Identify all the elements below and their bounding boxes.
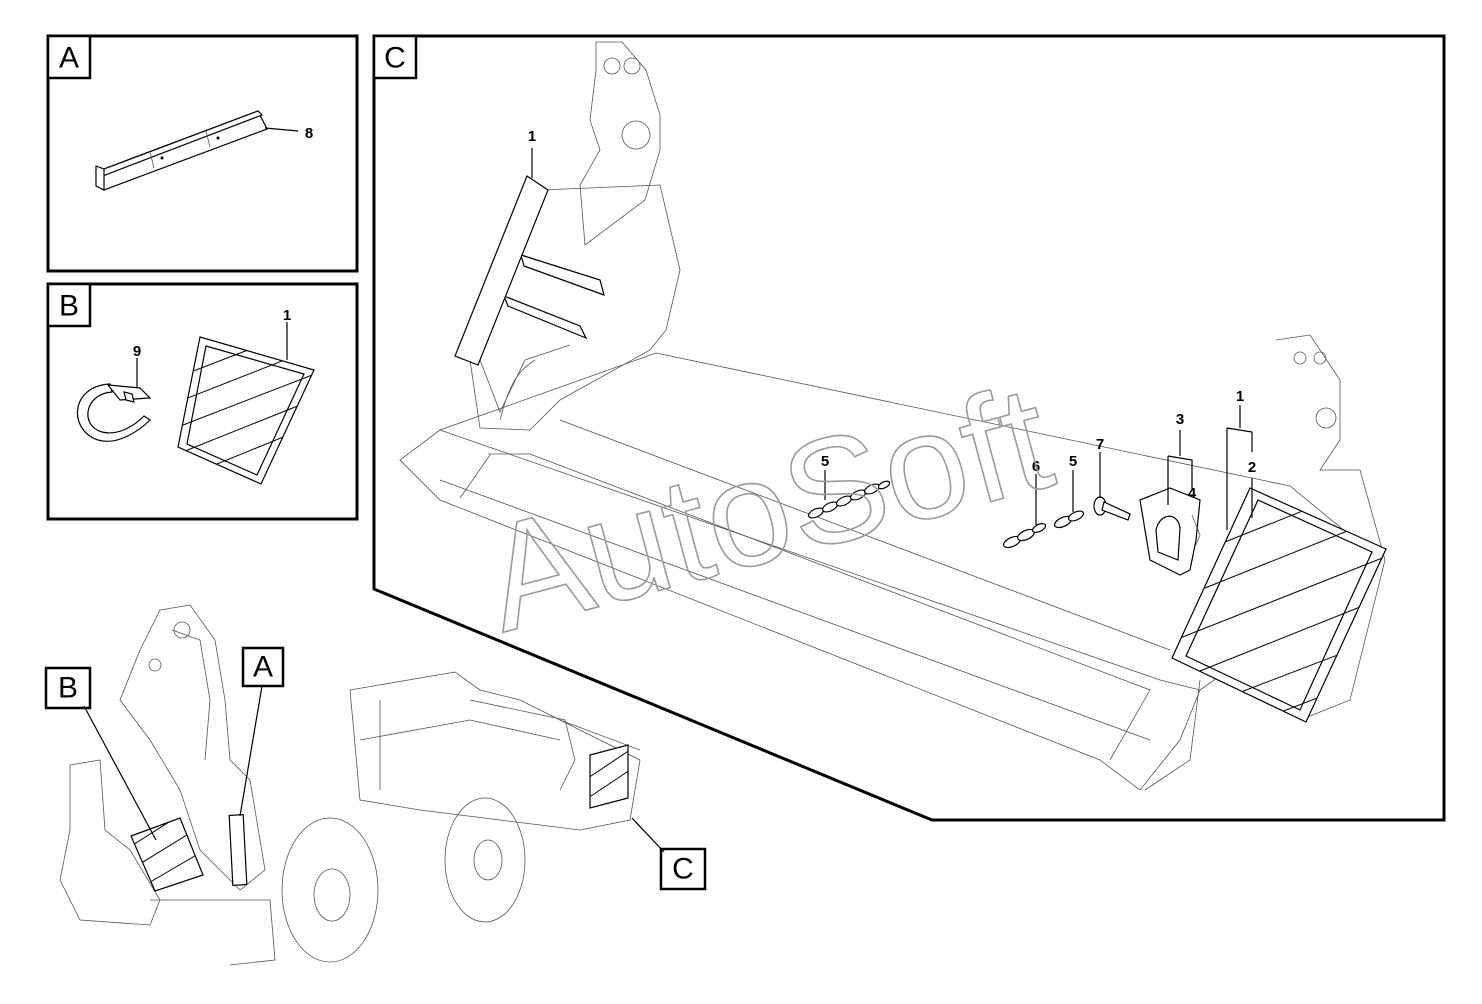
chain-link-part bbox=[807, 480, 891, 519]
bucket-drawing bbox=[399, 41, 1386, 791]
panel-a-tag-box bbox=[46, 34, 92, 80]
chain-5b-part bbox=[1054, 510, 1085, 529]
callout-c-5b: 5 bbox=[1069, 453, 1077, 470]
callout-c-5a: 5 bbox=[821, 453, 829, 470]
callout-8-leader bbox=[264, 127, 299, 132]
svg-text:B: B bbox=[58, 672, 78, 705]
machine-tag-a: A bbox=[239, 646, 285, 817]
machine-tag-c: C bbox=[631, 817, 707, 891]
callout-9: 9 bbox=[133, 343, 141, 360]
callout-c-3: 3 bbox=[1176, 411, 1184, 428]
callout-c-1-right: 1 bbox=[1236, 388, 1244, 405]
panel-b-tag-box bbox=[46, 282, 92, 328]
warning-plate-c-part bbox=[1171, 487, 1387, 723]
panel-c-frame bbox=[372, 34, 1446, 822]
panel-a-tag: A bbox=[59, 42, 79, 75]
svg-text:C: C bbox=[672, 853, 694, 886]
callout-c-4: 4 bbox=[1188, 485, 1197, 502]
left-side-plate-part bbox=[454, 148, 549, 366]
callout-c-6: 6 bbox=[1032, 458, 1040, 475]
panel-b-frame bbox=[46, 282, 359, 521]
machine-tag-b: B bbox=[44, 666, 157, 841]
channel-bracket-part bbox=[95, 110, 268, 191]
callout-8: 8 bbox=[305, 125, 313, 142]
warning-plate-part bbox=[177, 336, 315, 485]
panel-b: B 9 1 bbox=[46, 282, 359, 521]
pin-7-part bbox=[1093, 496, 1131, 521]
callout-c-2: 2 bbox=[1248, 459, 1256, 476]
svg-text:A: A bbox=[253, 651, 273, 684]
callout-1: 1 bbox=[283, 307, 291, 324]
panel-b-tag: B bbox=[59, 290, 79, 323]
strap-clamp-part bbox=[76, 383, 152, 442]
callout-c-7: 7 bbox=[1096, 436, 1104, 453]
panel-a-frame bbox=[46, 34, 359, 273]
bracket-3-part bbox=[1139, 487, 1201, 576]
backhoe-loader-drawing bbox=[59, 604, 641, 966]
panel-a: A 8 bbox=[46, 34, 359, 273]
panel-c-tag-box bbox=[372, 34, 418, 80]
panel-c-tag: C bbox=[384, 42, 406, 75]
panel-c: C bbox=[372, 34, 1446, 822]
callout-c-1-left: 1 bbox=[528, 128, 536, 145]
chain-6-part bbox=[1003, 523, 1047, 549]
